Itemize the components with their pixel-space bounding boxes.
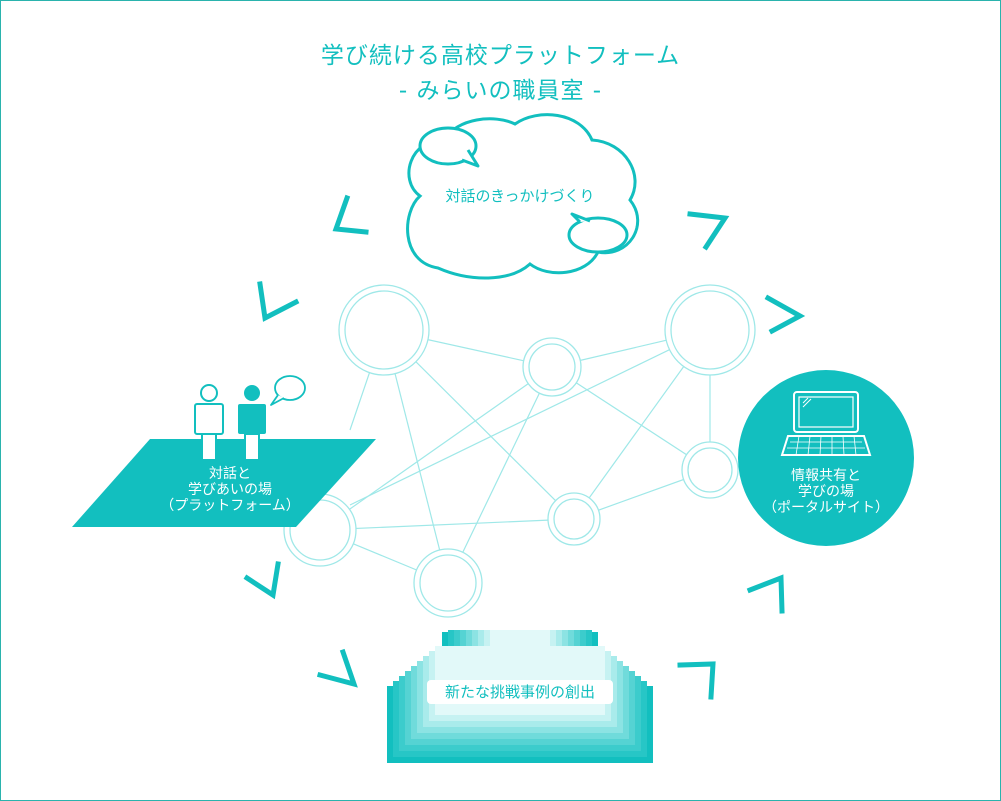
cycle-arrow-icon xyxy=(257,281,300,322)
cloud-label: 対話のきっかけづくり xyxy=(445,187,595,205)
portal-circle xyxy=(738,370,914,546)
person-outline xyxy=(194,384,224,461)
network-node xyxy=(681,441,739,499)
cases-block xyxy=(387,630,653,763)
speech-bubble-icon xyxy=(270,375,306,406)
platform-label-line3: （プラットフォーム） xyxy=(160,498,300,514)
page-subtitle: - みらいの職員室 - xyxy=(398,78,603,104)
network-node xyxy=(547,492,601,546)
cycle-arrow-icon xyxy=(746,574,785,614)
cycle-arrow-icon xyxy=(764,294,806,335)
page-title: 学び続ける高校プラットフォーム xyxy=(320,43,681,69)
portal-label-line1: 情報共有と xyxy=(791,468,861,484)
cycle-arrow-icon xyxy=(677,661,716,700)
laptop-icon xyxy=(780,391,872,456)
cases-label: 新たな挑戦事例の創出 xyxy=(444,683,595,701)
cycle-arrows xyxy=(243,194,806,700)
platform-label-line1: 対話と xyxy=(209,466,251,482)
people-icon xyxy=(194,384,266,461)
cycle-arrow-icon xyxy=(687,211,730,251)
portal-label: 情報共有と 学びの場 （ポータルサイト） xyxy=(746,468,906,516)
person-filled xyxy=(238,385,266,461)
network-node xyxy=(338,284,430,376)
platform-label-line2: 学びあいの場 xyxy=(188,482,272,498)
platform-label: 対話と 学びあいの場 （プラットフォーム） xyxy=(130,466,330,514)
cycle-arrow-icon xyxy=(316,648,358,688)
network-node xyxy=(522,337,582,397)
network-node xyxy=(664,284,756,376)
portal-label-line3: （ポータルサイト） xyxy=(763,500,889,516)
platform-base xyxy=(72,439,376,527)
portal-label-line2: 学びの場 xyxy=(798,484,854,500)
cycle-arrow-icon xyxy=(332,194,369,235)
network-node xyxy=(413,548,483,618)
thought-cloud-icon xyxy=(406,113,640,280)
network-nodes xyxy=(283,284,756,618)
cycle-arrow-icon xyxy=(243,561,281,600)
